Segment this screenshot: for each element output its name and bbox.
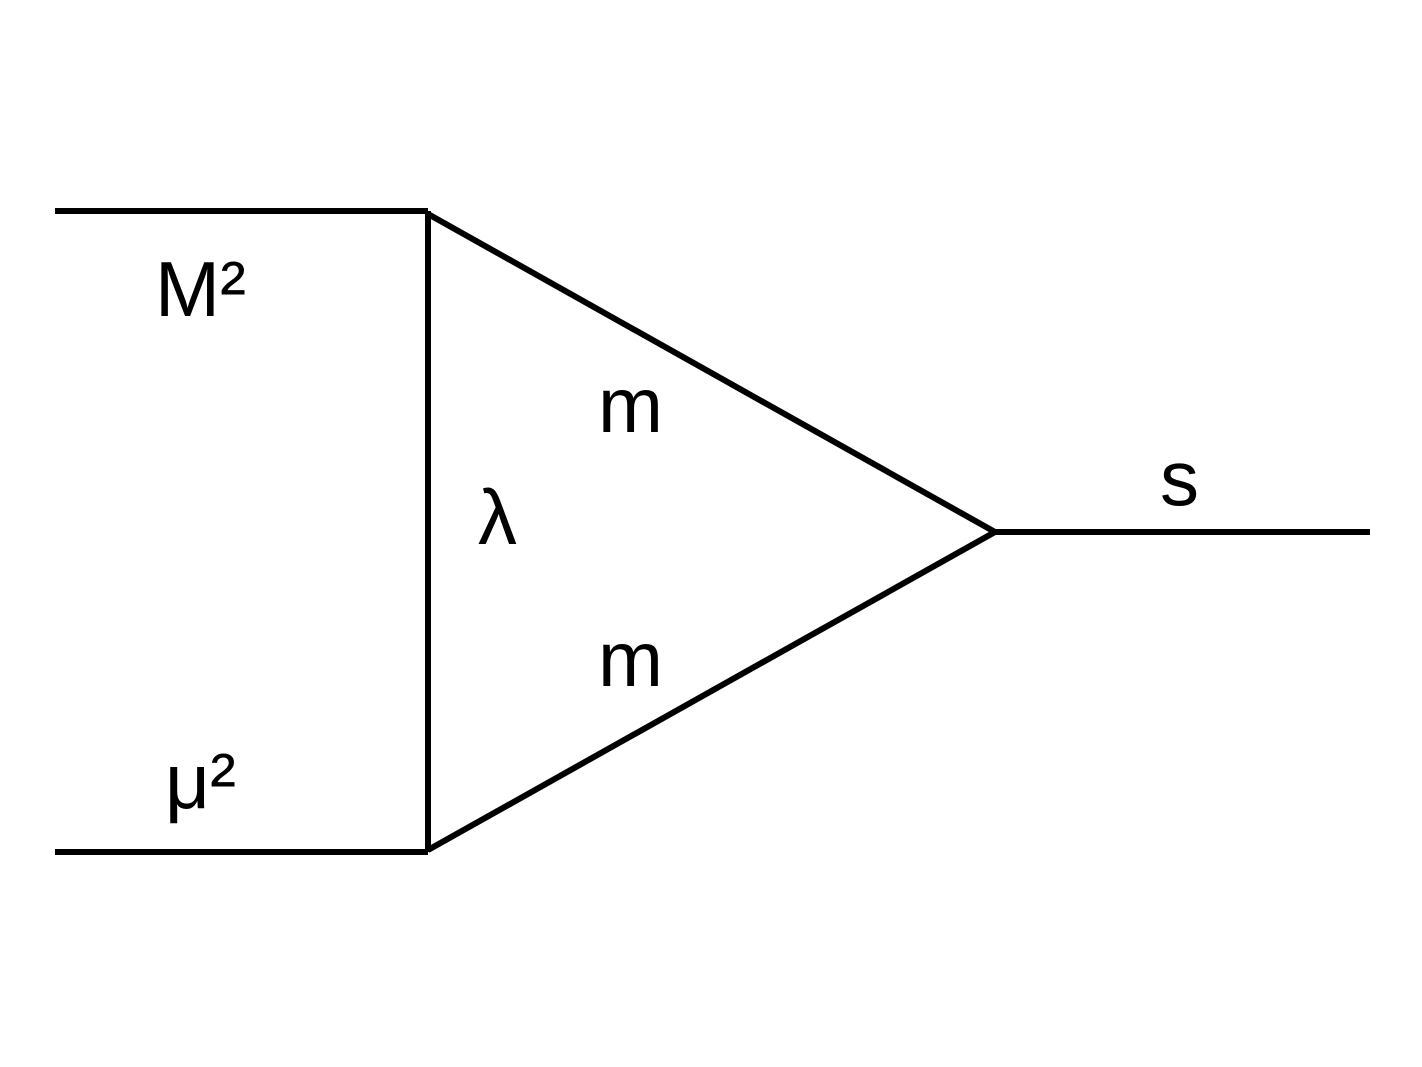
label-outgoing: s <box>1160 434 1199 522</box>
label-upper-internal: m <box>598 361 663 449</box>
label-internal-vertical: λ <box>478 473 517 561</box>
label-lower-external-mass: μ² <box>165 737 236 825</box>
upper-diagonal-line <box>426 211 997 535</box>
lower-diagonal-line <box>426 529 997 853</box>
label-lower-internal: m <box>598 615 663 703</box>
label-upper-external-mass: M² <box>155 245 246 333</box>
